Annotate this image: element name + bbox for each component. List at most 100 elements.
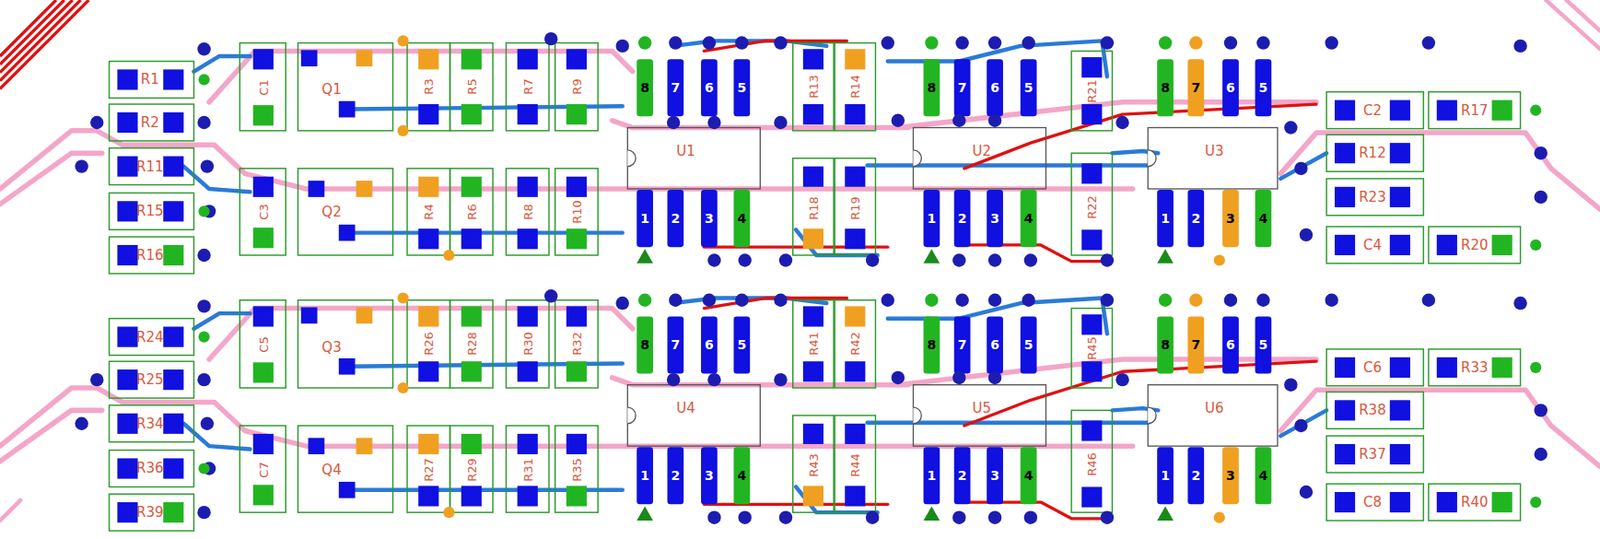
smd-pad — [338, 358, 356, 375]
component-designator: R45 — [1086, 336, 1098, 361]
footprint-outline — [1428, 226, 1521, 264]
smd-pad — [418, 104, 439, 125]
smd-pad — [116, 69, 138, 90]
via — [891, 371, 905, 385]
smd-pad — [163, 200, 184, 222]
footprint-outline — [1326, 349, 1424, 386]
pin-number: 4 — [1259, 211, 1269, 225]
component-designator: C6 — [1363, 360, 1382, 374]
component-designator: Q1 — [321, 82, 341, 97]
footprint-outline — [834, 300, 876, 388]
copper-trace — [867, 420, 1149, 424]
component-designator: R41 — [806, 332, 819, 357]
ic-pin — [1255, 315, 1273, 374]
via — [1158, 293, 1172, 307]
footprint-outline — [239, 425, 286, 513]
pin-number: 1 — [640, 468, 650, 482]
component-designator: C2 — [1363, 103, 1382, 117]
component-designator: U3 — [1204, 143, 1225, 158]
via — [707, 510, 721, 524]
ic-pin — [1020, 446, 1038, 504]
smd-pad — [844, 305, 865, 327]
footprint-outline — [1428, 483, 1521, 521]
via — [443, 249, 455, 261]
smd-pad — [1492, 491, 1513, 513]
via — [1534, 447, 1548, 461]
pin-number: 7 — [957, 338, 968, 351]
via — [735, 293, 748, 307]
pin-number: 4 — [1024, 468, 1034, 482]
via — [1324, 293, 1338, 307]
smd-pad — [1389, 186, 1411, 208]
via — [1224, 293, 1238, 307]
smd-pad — [803, 166, 824, 187]
ic-body — [627, 128, 760, 189]
ic-notch — [627, 150, 636, 167]
component-designator: R31 — [521, 457, 534, 482]
pin-number: 5 — [736, 338, 747, 351]
component-designator: C3 — [256, 204, 269, 221]
ic-pin — [986, 189, 1004, 247]
ic-pin — [1187, 58, 1204, 117]
smd-pad — [356, 180, 374, 198]
ic-pin — [700, 189, 718, 247]
smd-pad — [517, 228, 538, 249]
ic-notch — [627, 407, 636, 424]
ic-pin — [1020, 189, 1038, 247]
via — [1189, 293, 1203, 307]
smd-pad — [253, 362, 274, 383]
component-designator: R27 — [422, 457, 435, 482]
via — [1299, 228, 1313, 242]
via — [1529, 362, 1542, 374]
footprint-outline — [109, 450, 195, 488]
component-designator: R34 — [136, 416, 164, 431]
smd-pad — [1081, 361, 1102, 382]
component-designator: C5 — [256, 337, 269, 353]
pin-number: 8 — [1160, 81, 1170, 94]
smd-pad — [116, 200, 138, 222]
footprint-outline — [297, 300, 393, 388]
via — [198, 331, 210, 343]
pin-number: 1 — [1160, 211, 1170, 225]
smd-pad — [461, 228, 482, 249]
smd-pad — [1081, 420, 1102, 441]
smd-pad — [1389, 234, 1411, 256]
ic-pin — [666, 446, 684, 504]
smd-pad — [517, 361, 538, 382]
pin-number: 3 — [1226, 468, 1236, 482]
smd-pad — [1389, 357, 1411, 378]
smd-pad — [1081, 57, 1102, 78]
pin-number: 8 — [927, 81, 937, 94]
footprint-outline — [1428, 92, 1521, 129]
footprint-outline — [297, 43, 393, 131]
smd-pad — [844, 166, 865, 187]
smd-pad — [566, 228, 587, 249]
via — [1422, 35, 1436, 49]
component-designator: Q3 — [321, 339, 341, 354]
smd-pad — [844, 104, 865, 125]
footprint-outline — [450, 425, 494, 513]
component-designator: R28 — [465, 332, 478, 357]
ic-notch — [1147, 407, 1157, 424]
footprint-outline — [793, 158, 834, 256]
via — [197, 505, 211, 519]
ic-pin — [1255, 189, 1273, 247]
ic-pin — [1255, 58, 1273, 117]
footprint-outline — [407, 43, 451, 131]
via — [1256, 35, 1270, 49]
smd-pad — [1081, 486, 1102, 507]
smd-pad — [163, 69, 184, 90]
component-designator: R36 — [136, 461, 164, 476]
component-designator: R19 — [849, 196, 862, 221]
component-designator: C4 — [1363, 237, 1382, 252]
via — [702, 35, 716, 49]
ic-pin — [1156, 446, 1174, 504]
smd-pad — [1492, 100, 1513, 121]
pin-number: 5 — [1024, 81, 1034, 94]
smd-pad — [803, 48, 824, 70]
smd-pad — [1492, 357, 1513, 378]
pin-number: 6 — [704, 338, 714, 351]
smd-pad — [116, 502, 138, 523]
pin-number: 8 — [640, 338, 650, 351]
